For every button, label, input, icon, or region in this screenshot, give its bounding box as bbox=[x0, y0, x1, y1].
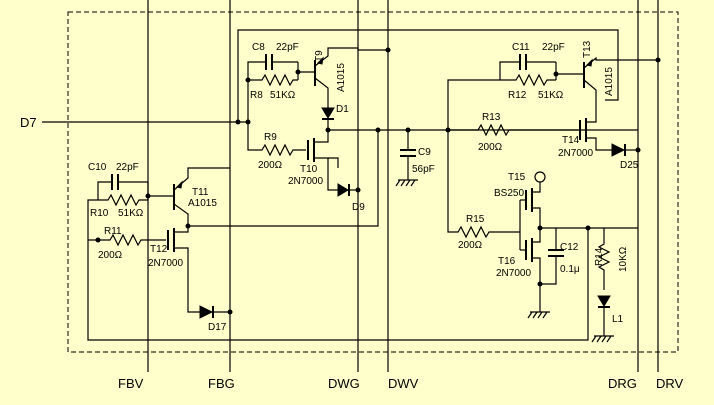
t9-part: A1015 bbox=[336, 63, 347, 92]
junction bbox=[235, 119, 241, 125]
junction bbox=[405, 127, 411, 133]
c12-ref: C12 bbox=[560, 242, 579, 253]
top-rail bbox=[237, 29, 619, 122]
r11-symbol bbox=[88, 233, 166, 247]
t10-ref: T10 bbox=[300, 164, 318, 175]
r8-ref: R8 bbox=[250, 90, 263, 101]
junction bbox=[553, 71, 559, 77]
junction bbox=[185, 223, 191, 229]
r13-value: 200Ω bbox=[478, 142, 503, 153]
c11-ref: C11 bbox=[512, 42, 530, 53]
d1-symbol bbox=[321, 107, 335, 119]
t16-part: 2N7000 bbox=[496, 268, 531, 279]
r8-value: 51KΩ bbox=[270, 90, 296, 101]
r12-ref: R12 bbox=[508, 90, 527, 101]
d7-label: D7 bbox=[20, 115, 37, 130]
r15-ref: R15 bbox=[466, 214, 485, 225]
fbv-label: FBV bbox=[118, 376, 144, 391]
c8-value: 22pF bbox=[276, 42, 299, 53]
r9-value: 200Ω bbox=[258, 160, 283, 171]
junction bbox=[227, 309, 233, 315]
drv-label: DRV bbox=[656, 376, 684, 391]
c9-ref: C9 bbox=[418, 147, 431, 158]
junction bbox=[375, 127, 381, 133]
d25-symbol bbox=[611, 143, 626, 157]
c11-value: 22pF bbox=[542, 42, 565, 53]
ground-symbol bbox=[395, 179, 418, 187]
dwv-label: DWV bbox=[388, 376, 419, 391]
junction bbox=[325, 127, 331, 133]
junction bbox=[635, 147, 641, 153]
c10-ref: C10 bbox=[88, 162, 107, 173]
d9-symbol bbox=[337, 183, 349, 197]
junction bbox=[585, 225, 591, 231]
r14-ref: R14 bbox=[594, 247, 605, 266]
t11-part: A1015 bbox=[188, 198, 217, 209]
junction bbox=[537, 225, 543, 231]
r10-value: 51KΩ bbox=[118, 208, 144, 219]
t13-ref: T13 bbox=[582, 40, 593, 58]
t14-part: 2N7000 bbox=[558, 148, 593, 159]
d17-symbol bbox=[199, 305, 214, 319]
junction bbox=[385, 47, 391, 53]
c9-value: 56pF bbox=[412, 164, 435, 175]
bottom-rail bbox=[87, 199, 589, 341]
junction bbox=[295, 69, 301, 75]
t15-part: BS250 bbox=[494, 188, 524, 199]
r10-symbol bbox=[98, 193, 148, 207]
junction bbox=[95, 237, 101, 243]
t13-part: A1015 bbox=[604, 67, 615, 96]
r8-symbol bbox=[248, 73, 298, 87]
r12-value: 51KΩ bbox=[538, 90, 564, 101]
r9-ref: R9 bbox=[264, 132, 277, 143]
board-outline bbox=[67, 11, 679, 353]
r11-ref: R11 bbox=[104, 226, 122, 237]
d25-ref: D25 bbox=[620, 160, 639, 171]
t14-ref: T14 bbox=[562, 135, 580, 146]
junction bbox=[655, 57, 661, 63]
l1-ref: L1 bbox=[612, 314, 624, 325]
t10-part: 2N7000 bbox=[288, 176, 323, 187]
r14-symbol bbox=[556, 227, 611, 290]
l1-symbol bbox=[597, 295, 611, 307]
c10-value: 22pF bbox=[116, 162, 139, 173]
t16-ref: T16 bbox=[498, 256, 516, 267]
t9-ref: T9 bbox=[314, 50, 325, 62]
d17-ref: D17 bbox=[208, 322, 227, 333]
t11-ref: T11 bbox=[192, 187, 209, 198]
c12-value: 0.1μ bbox=[560, 264, 580, 275]
r10-ref: R10 bbox=[90, 208, 109, 219]
drg-label: DRG bbox=[608, 376, 637, 391]
r13-symbol bbox=[448, 123, 578, 137]
junction bbox=[245, 119, 251, 125]
t15-ref: T15 bbox=[508, 172, 526, 183]
d1-ref: D1 bbox=[336, 104, 349, 115]
r15-value: 200Ω bbox=[458, 240, 483, 251]
junction bbox=[245, 77, 251, 83]
junction bbox=[445, 127, 451, 133]
d9-ref: D9 bbox=[352, 202, 365, 213]
fbg-label: FBG bbox=[208, 376, 235, 391]
vcc-symbol bbox=[534, 171, 546, 183]
t12-part: 2N7000 bbox=[148, 258, 183, 269]
r13-ref: R13 bbox=[482, 112, 501, 123]
r9-symbol bbox=[247, 122, 306, 157]
c8-ref: C8 bbox=[252, 42, 265, 53]
junction bbox=[145, 193, 151, 199]
r11-value: 200Ω bbox=[98, 250, 123, 261]
junction bbox=[537, 281, 543, 287]
r14-value: 10KΩ bbox=[618, 246, 629, 272]
r15-symbol bbox=[447, 130, 520, 239]
r12-symbol bbox=[500, 73, 556, 87]
dwg-label: DWG bbox=[328, 376, 360, 391]
junction bbox=[355, 187, 361, 193]
t12-ref: T12 bbox=[150, 244, 168, 255]
